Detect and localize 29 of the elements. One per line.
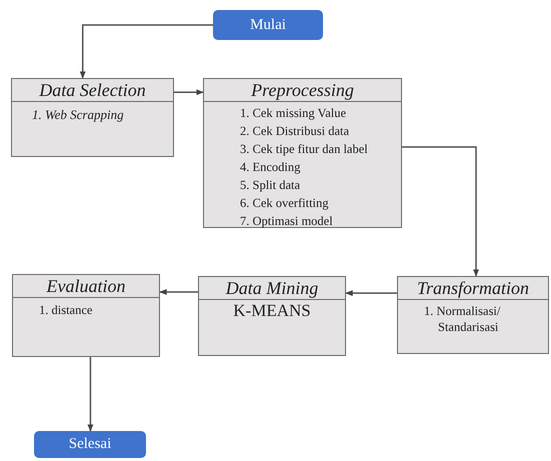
- arrow: [80, 24, 213, 79]
- step-title: Data Mining: [199, 277, 345, 300]
- arrow: [174, 89, 204, 96]
- process-box: [12, 274, 160, 357]
- step-item: 4. Encoding: [240, 159, 300, 176]
- step-item: 1. Normalisasi/ Standarisasi: [424, 303, 502, 335]
- process-box: [203, 78, 402, 228]
- arrow: [402, 146, 480, 277]
- arrow: [345, 290, 397, 296]
- terminal-box: Selesai: [34, 431, 146, 458]
- step-item: 3. Cek tipe fitur dan label: [240, 141, 368, 158]
- step-item: 1. distance: [39, 302, 92, 318]
- step-item: 2. Cek Distribusi data: [240, 123, 350, 140]
- terminal-box: Mulai: [213, 10, 323, 40]
- process-box: [198, 276, 346, 356]
- step-title: Preprocessing: [204, 79, 401, 102]
- step-item: 1. Cek missing Value: [240, 105, 346, 122]
- process-box: [397, 276, 549, 354]
- arrow: [159, 289, 198, 295]
- step-title: Data Selection: [12, 79, 173, 102]
- arrow: [87, 357, 94, 432]
- step-title: Evaluation: [13, 275, 159, 298]
- step-item: 7. Optimasi model: [240, 213, 333, 230]
- step-item: K-MEANS: [233, 303, 311, 319]
- step-item: 6. Cek overfitting: [240, 195, 329, 212]
- step-title: Transformation: [398, 277, 548, 300]
- step-item: 1. Web Scrapping: [32, 107, 124, 123]
- step-item: 5. Split data: [240, 177, 300, 194]
- process-box: [11, 78, 174, 157]
